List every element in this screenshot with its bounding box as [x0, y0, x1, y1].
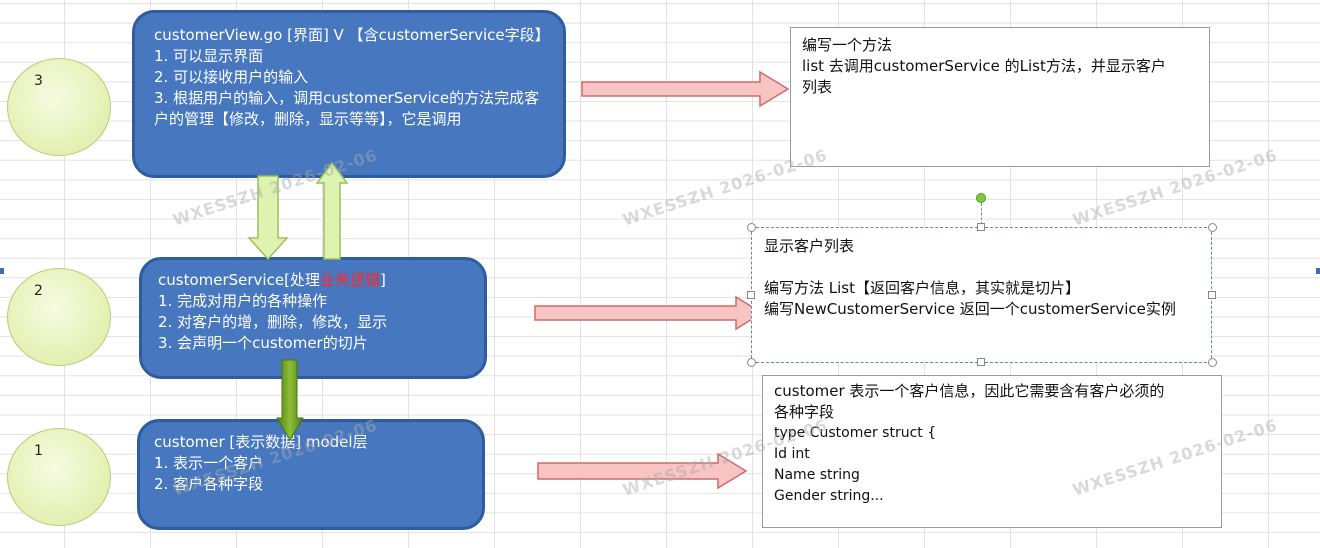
service-note-line-3: 编写方法 List【返回客户信息，其实就是切片】 [764, 279, 1080, 297]
view-note-line-2: list 去调用customerService 的List方法，并显示客户 [802, 57, 1166, 75]
view-layer-line-2: 2. 可以接收用户的输入 [154, 68, 309, 86]
service-layer-line-2: 2. 对客户的增，删除，修改，显示 [158, 313, 388, 331]
layer-1-circle[interactable]: 1 [7, 428, 111, 526]
view-layer-box[interactable]: customerView.go [界面] V 【含customerService… [132, 10, 566, 178]
resize-handle-right[interactable] [1208, 291, 1216, 299]
view-note[interactable]: 编写一个方法 list 去调用customerService 的List方法，并… [790, 27, 1210, 167]
service-note-line-1: 显示客户列表 [764, 237, 855, 255]
view-note-line-1: 编写一个方法 [802, 36, 893, 54]
up-arrow-service-to-view [315, 161, 349, 260]
rotation-handle-line [981, 203, 982, 225]
model-note[interactable]: customer 表示一个客户信息，因此它需要含有客户必须的 各种字段 type… [762, 375, 1222, 528]
view-note-line-3: 列表 [802, 78, 833, 96]
right-arrow-view-to-note [581, 70, 790, 108]
layer-2-circle[interactable]: 2 [7, 268, 111, 366]
resize-handle-bottom-right[interactable] [1208, 358, 1217, 367]
model-layer-line-1: 1. 表示一个客户 [154, 454, 264, 472]
sheet-edge-marker [0, 268, 4, 274]
model-note-line-1: customer 表示一个客户信息，因此它需要含有客户必须的 [774, 382, 1165, 400]
service-note[interactable]: 显示客户列表 编写方法 List【返回客户信息，其实就是切片】 编写NewCus… [751, 227, 1212, 363]
layer-3-circle[interactable]: 3 [7, 58, 111, 156]
view-layer-line-1: 1. 可以显示界面 [154, 47, 264, 65]
model-note-line-2: 各种字段 [774, 403, 835, 421]
model-note-line-3: type Customer struct { [774, 425, 937, 441]
service-layer-line-3: 3. 会声明一个customer的切片 [158, 334, 368, 352]
service-title-prefix: customerService[处理 [158, 271, 320, 289]
service-note-line-4: 编写NewCustomerService 返回一个customerService… [764, 300, 1176, 318]
resize-handle-top[interactable] [977, 223, 985, 231]
layer-3-number: 3 [34, 73, 43, 89]
model-note-line-6: Gender string... [774, 488, 884, 504]
model-layer-line-2: 2. 客户各种字段 [154, 475, 264, 493]
sheet-edge-marker [1316, 268, 1320, 274]
service-layer-line-1: 1. 完成对用户的各种操作 [158, 292, 328, 310]
model-note-line-4: Id int [774, 446, 810, 462]
down-arrow-view-to-service [247, 175, 289, 261]
model-note-line-5: Name string [774, 467, 860, 483]
layer-1-number: 1 [34, 443, 43, 459]
service-title-suffix: ] [379, 271, 386, 289]
layer-2-number: 2 [34, 283, 43, 299]
view-layer-title: customerView.go [界面] V 【含customerService… [154, 26, 550, 44]
right-arrow-model-to-note [537, 452, 748, 490]
resize-handle-left[interactable] [747, 291, 755, 299]
resize-handle-top-right[interactable] [1208, 223, 1217, 232]
resize-handle-bottom[interactable] [977, 358, 985, 366]
service-title-highlight: 业务逻辑 [319, 271, 380, 289]
resize-handle-top-left[interactable] [747, 223, 756, 232]
right-arrow-service-to-note [534, 295, 764, 331]
service-layer-box[interactable]: customerService[处理业务逻辑] 1. 完成对用户的各种操作 2.… [139, 257, 487, 379]
model-layer-title: customer [表示数据] model层 [154, 433, 368, 451]
service-layer-title: customerService[处理业务逻辑] [158, 270, 474, 291]
down-arrow-service-to-model [276, 359, 304, 441]
rotation-handle[interactable] [976, 193, 986, 203]
service-note-line-2 [764, 257, 1211, 278]
model-layer-box[interactable]: customer [表示数据] model层 1. 表示一个客户 2. 客户各种… [137, 419, 485, 530]
resize-handle-bottom-left[interactable] [747, 358, 756, 367]
view-layer-line-3: 3. 根据用户的输入，调用customerService的方法完成客户的管理【修… [154, 89, 540, 128]
